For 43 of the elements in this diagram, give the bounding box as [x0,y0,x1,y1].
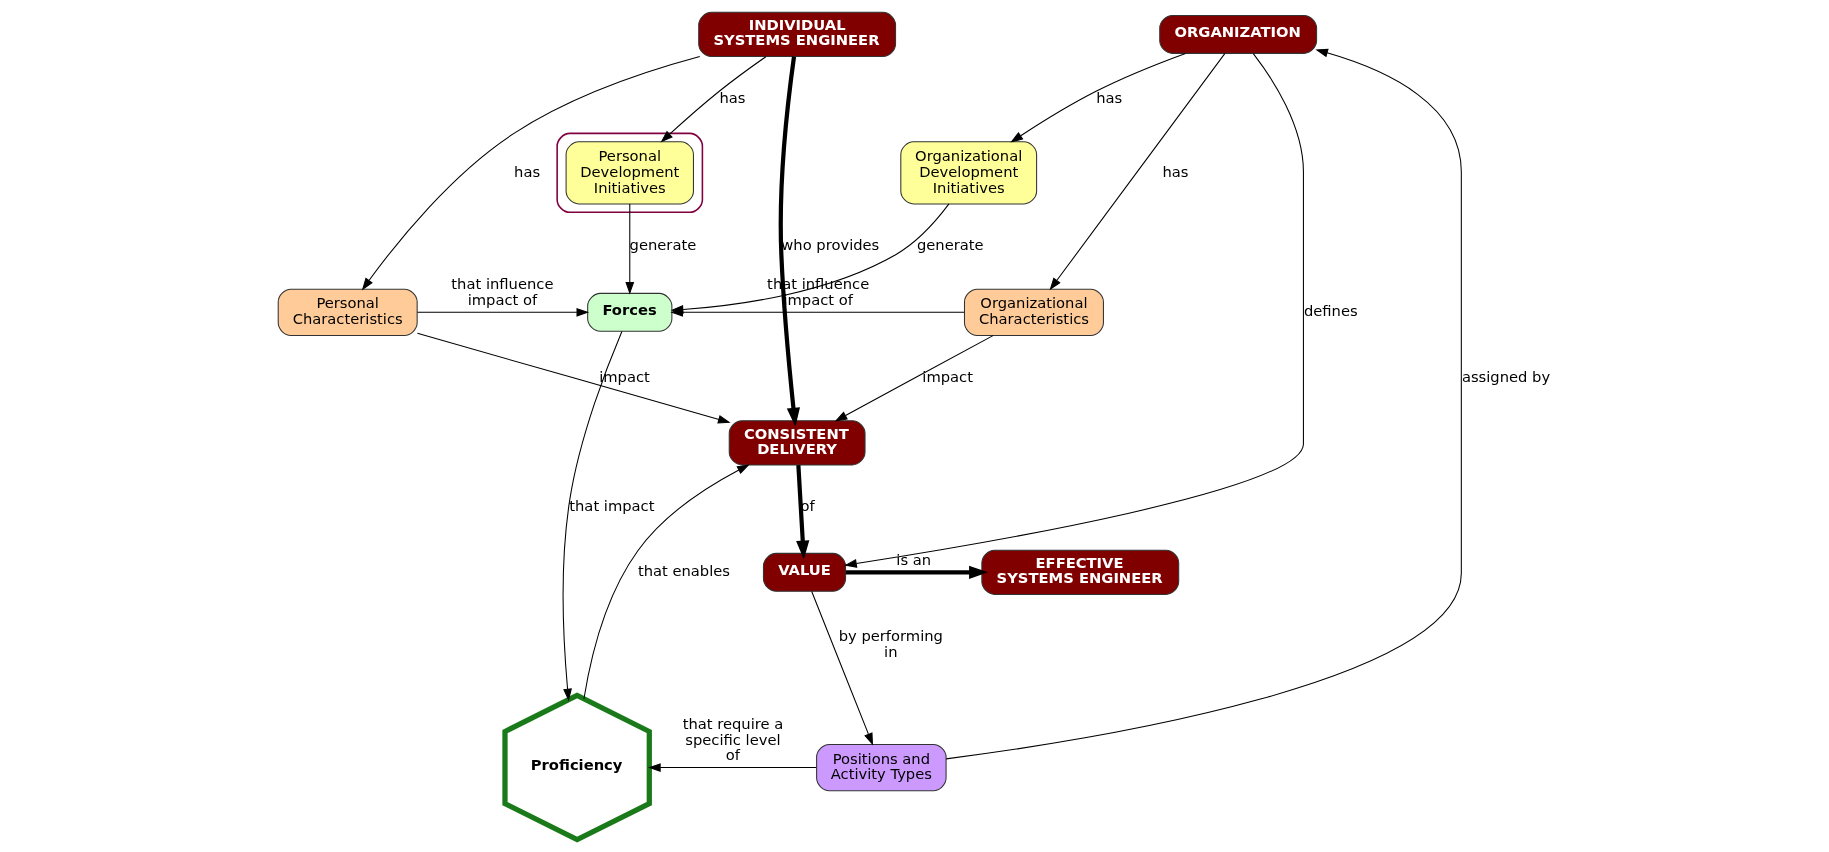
node-box: ORGANIZATION [1159,14,1318,54]
edge-label: is an [896,551,932,569]
node-box: Personal Development Initiatives [565,141,694,205]
arrow [361,56,701,291]
arrow [845,565,989,579]
edge-label: that require a specific level of [682,714,784,764]
arrow [945,48,1462,760]
arrow [562,330,623,702]
edge-label: generate [629,236,697,254]
edge-label: has [719,89,746,107]
edge-label: that influence impact of [451,275,554,309]
edge-label: that enables [637,562,731,580]
arrow [660,56,767,143]
edge-label: has [514,162,541,180]
node-box: Positions and Activity Types [816,743,947,792]
edge-label: by performing in [838,626,943,660]
edge-label: impact [922,368,973,385]
arrow [583,464,750,700]
arrow [1049,53,1226,291]
edge-label: assigned by [1461,368,1551,385]
edge-label: who provides [781,236,880,254]
edge-label: generate [916,236,984,254]
arrow [778,56,801,427]
node-box: EFFECTIVE SYSTEMS ENGINEER [981,549,1180,595]
edge-label: has [1162,162,1189,180]
arrow [834,335,994,422]
node-box: VALUE [762,552,847,592]
node-box: Forces [587,292,673,332]
arrow [416,332,731,424]
node-box: Organizational Development Initiatives [900,141,1038,205]
node-box: INDIVIDUAL SYSTEMS ENGINEER [698,11,897,58]
arrow [648,763,817,772]
arrow [625,203,635,295]
arrow [1010,52,1187,143]
edge-label: that impact [569,497,655,515]
node-box: Organizational Characteristics [963,288,1104,336]
node-box: Personal Characteristics [277,288,418,336]
edge-label: defines [1303,302,1358,320]
edge-label: has [1096,89,1123,107]
arrow [416,307,590,317]
node-box: CONSISTENT DELIVERY [728,420,866,466]
arrow [844,53,1304,568]
arrow [811,591,874,746]
